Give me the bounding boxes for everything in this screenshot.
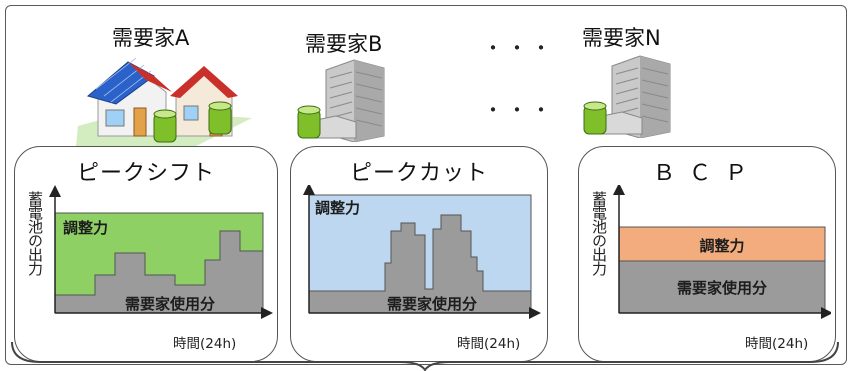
usage-area (54, 230, 264, 314)
usage-label: 需要家使用分 (125, 295, 215, 313)
usage-label: 需要家使用分 (387, 295, 477, 313)
peak-shift-chart: 調整力 需要家使用分 (49, 185, 273, 319)
ellipsis-top: ・・・ (483, 36, 555, 60)
adjustment-area (618, 226, 826, 262)
x-axis-label: 時間(24h) (457, 336, 521, 352)
bcp-chart: 調整力 需要家使用分 (613, 185, 831, 319)
house-with-solar-and-battery-icon (76, 58, 252, 146)
adjustment-label: 調整力 (315, 199, 360, 217)
building-with-battery-icon (297, 59, 385, 142)
building-with-battery-icon (583, 55, 671, 138)
peak-cut-chart: 調整力 需要家使用分 (303, 185, 541, 319)
consumer-n-label: 需要家N (582, 26, 661, 50)
y-axis-label: 蓄電池の出力 (590, 191, 608, 275)
usage-area (618, 260, 826, 314)
card-title: ピークカット (349, 161, 488, 186)
card-peak-shift: ピークシフト 蓄電池の出力 調整力 需要家使用分 時間(24h) (14, 146, 278, 362)
adjustment-label: 調整力 (699, 237, 744, 255)
usage-label: 需要家使用分 (677, 279, 767, 297)
card-bcp: ＢＣＰ 蓄電池の出力 調整力 需要家使用分 時間(24h) (578, 146, 836, 362)
card-peak-cut: ピークカット 調整力 需要家使用分 時間(24h) (290, 146, 548, 362)
x-axis-label: 時間(24h) (745, 336, 809, 352)
bottom-brace (11, 341, 839, 371)
ellipsis-mid: ・・・ (483, 98, 555, 122)
consumer-a-label: 需要家A (112, 26, 190, 50)
card-title: ＢＣＰ (652, 161, 761, 186)
card-title: ピークシフト (76, 161, 215, 186)
y-axis-label: 蓄電池の出力 (26, 191, 44, 275)
adjustment-label: 調整力 (63, 219, 108, 237)
usage-area (308, 214, 532, 314)
x-axis-label: 時間(24h) (173, 336, 237, 352)
consumer-b-label: 需要家B (305, 32, 383, 56)
